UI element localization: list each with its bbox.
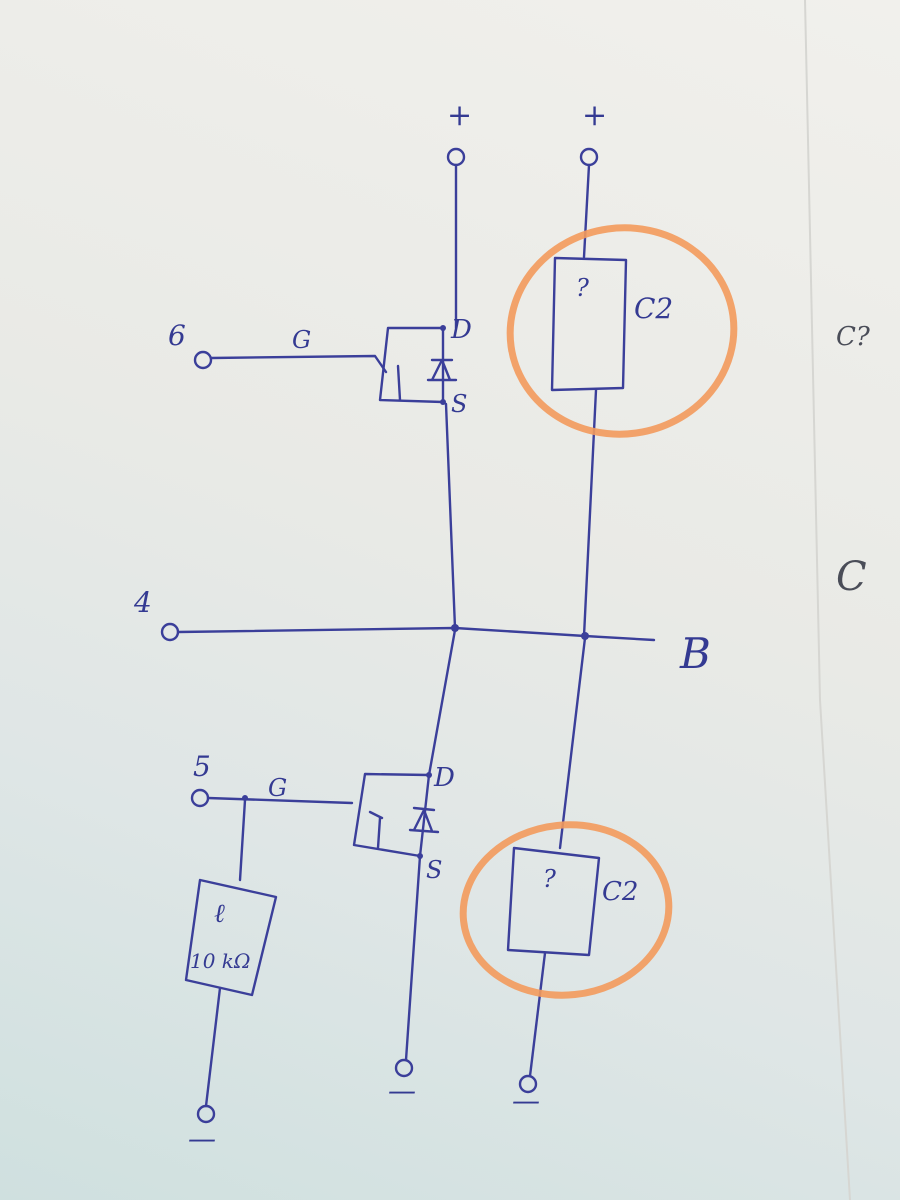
- wire-right-top: [582, 163, 591, 259]
- margin-note-c: C: [836, 554, 867, 600]
- drain-label-lower: D: [433, 763, 455, 793]
- paper-edge: [804, 0, 851, 1200]
- resistor-bottom-wire: [204, 986, 222, 1108]
- source-label-lower: S: [426, 856, 442, 884]
- resistor-top-wire: [238, 798, 247, 882]
- highlight-circle-upper: [506, 224, 738, 438]
- node-b-label: B: [679, 629, 711, 678]
- minus-label-left: —: [188, 1122, 216, 1155]
- wire-left-rail-bottom: [404, 854, 422, 1062]
- mosfet-upper-body: [378, 326, 445, 404]
- gate-wire-upper: [209, 354, 388, 374]
- cap-lower-question: ?: [543, 865, 556, 893]
- lower-mosfet-branch: D S — 5 G ℓ 10 kΩ —: [184, 628, 457, 1155]
- capacitor-lower-box: [506, 846, 601, 957]
- bridge-line: 4 B: [133, 586, 711, 678]
- wire-left-rail-lower: [427, 628, 457, 777]
- upper-mosfet-branch: + D S 6 G: [168, 98, 472, 630]
- gate-label-upper: G: [292, 326, 311, 354]
- plus-label-left: +: [447, 98, 472, 133]
- lower-capacitor-branch: ? C2 —: [459, 636, 673, 1117]
- plus-terminal-left[interactable]: [446, 147, 466, 167]
- bridge-wire: [176, 626, 656, 642]
- resistor-box: [184, 878, 278, 997]
- mosfet-upper-diode: [426, 358, 458, 382]
- minus-terminal-right[interactable]: [518, 1074, 538, 1094]
- highlight-circle-lower: [459, 821, 673, 999]
- mosfet-lower-body: [352, 772, 431, 858]
- wire-left-rail-mid: [444, 402, 457, 630]
- mosfet-lower-diode: [408, 806, 440, 834]
- gate-terminal-upper[interactable]: [193, 350, 213, 370]
- minus-label-mid: —: [388, 1074, 416, 1107]
- resistor-value: 10 kΩ: [190, 949, 251, 973]
- wire-right-lower: [558, 636, 587, 850]
- bridge-number: 4: [133, 586, 152, 619]
- gate-label-lower: G: [268, 774, 287, 802]
- gate-number-upper: 6: [168, 319, 186, 352]
- cap-lower-name: C2: [602, 877, 638, 907]
- junction-left: [451, 624, 459, 632]
- cap-upper-question: ?: [576, 274, 589, 302]
- minus-terminal-mid[interactable]: [394, 1058, 414, 1078]
- source-node-upper: [440, 399, 446, 405]
- capacitor-upper-box: [550, 256, 628, 392]
- minus-terminal-left[interactable]: [196, 1104, 216, 1124]
- gate-number-lower: 5: [193, 750, 211, 783]
- gate-junction-lower: [242, 795, 248, 801]
- cap-upper-name: C2: [634, 292, 673, 325]
- wire-right-bottom: [528, 951, 547, 1078]
- minus-label-right: —: [512, 1084, 540, 1117]
- source-label-upper: S: [451, 390, 467, 418]
- plus-label-right: +: [582, 98, 607, 133]
- upper-capacitor-branch: + ? C2: [506, 98, 738, 638]
- plus-terminal-right[interactable]: [579, 147, 599, 167]
- gate-wire-lower: [206, 796, 354, 805]
- gate-terminal-lower[interactable]: [190, 788, 210, 808]
- drain-label-upper: D: [450, 315, 472, 345]
- margin-note-c2: C?: [836, 322, 871, 352]
- junction-right: [581, 632, 589, 640]
- bridge-terminal[interactable]: [160, 622, 180, 642]
- resistor-top-mark: ℓ: [214, 899, 225, 929]
